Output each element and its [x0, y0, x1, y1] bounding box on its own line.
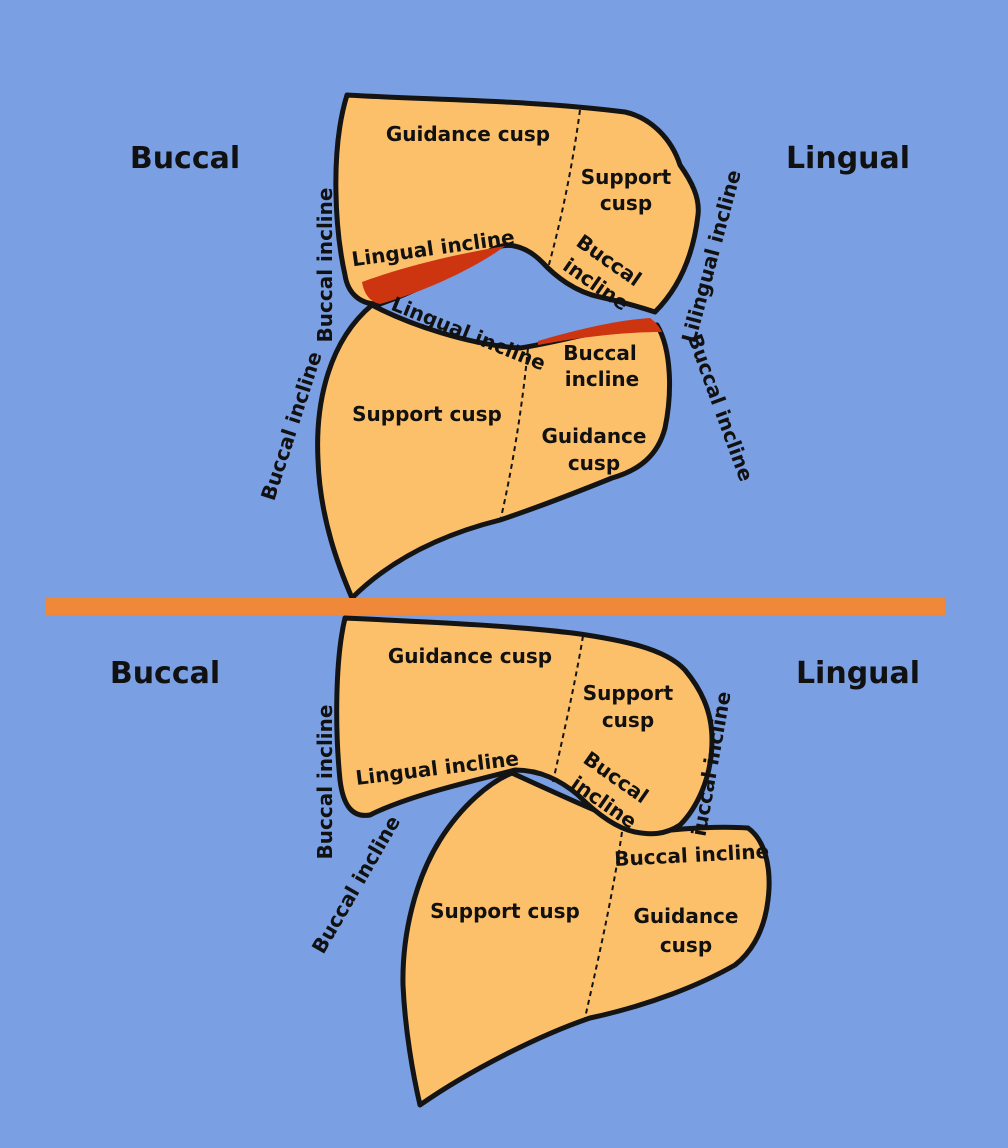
top-upper-support-label: Support	[581, 165, 672, 189]
bottom-upper-buccal-incline-outer-label: Buccal incline	[313, 705, 337, 860]
top-upper-cusp-label: cusp	[600, 191, 652, 215]
section-separator	[46, 598, 945, 615]
top-upper-guidance-cusp-label: Guidance cusp	[386, 122, 550, 146]
top-buccal-label: Buccal	[130, 141, 240, 176]
top-upper-buccal-incline-outer-label: Buccal incline	[313, 188, 337, 343]
bottom-lower-support-cusp-label: Support cusp	[430, 899, 580, 923]
top-lower-cusp-divider	[499, 347, 529, 523]
top-lower-buccal-label: Buccal	[563, 341, 637, 365]
top-lower-contact-area	[538, 318, 662, 345]
bottom-upper-cusp-divider	[552, 635, 584, 783]
top-lower-cusp-label: cusp	[568, 451, 620, 475]
bottom-upper-guidance-cusp-label: Guidance cusp	[388, 644, 552, 668]
bottom-upper-support-label: Support	[583, 681, 674, 705]
bottom-upper-tooth	[334, 615, 715, 837]
top-upper-cusp-divider	[547, 109, 581, 269]
bottom-lower-guidance-label: Guidance	[634, 904, 739, 928]
bottom-upper-cusp-label: cusp	[602, 708, 654, 732]
bottom-lingual-label: Lingual	[796, 656, 920, 691]
bottom-diagram: Buccal Lingual Guidance cusp Support cus…	[110, 615, 920, 1108]
bottom-lower-tooth	[400, 770, 772, 1108]
top-lower-incline-label: incline	[565, 367, 639, 391]
bottom-buccal-label: Buccal	[110, 656, 220, 691]
bottom-lower-cusp-label: cusp	[660, 933, 712, 957]
top-lower-guidance-label: Guidance	[542, 424, 647, 448]
top-lingual-label: Lingual	[786, 141, 910, 176]
top-upper-tooth	[333, 92, 701, 315]
top-lower-support-cusp-label: Support cusp	[352, 402, 502, 426]
top-upper-contact-area	[362, 246, 505, 304]
